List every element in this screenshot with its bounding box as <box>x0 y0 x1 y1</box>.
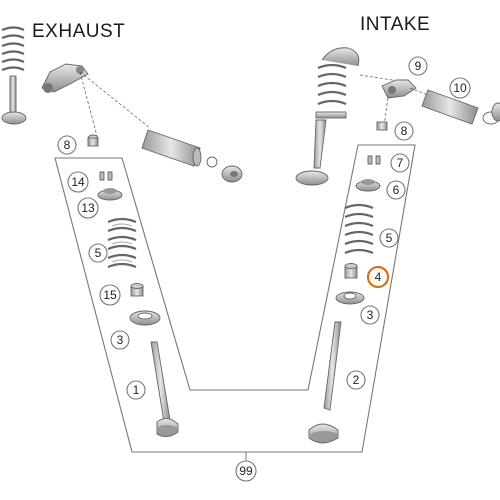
callout-13: 13 <box>77 197 99 219</box>
exhaust-heading: EXHAUST <box>32 21 125 42</box>
svg-text:4: 4 <box>375 270 382 284</box>
svg-text:7: 7 <box>397 156 404 170</box>
callout-8-right: 8 <box>394 121 414 141</box>
exhaust-valve <box>150 341 179 437</box>
exhaust-spring-retainer <box>97 188 123 201</box>
intake-spring-retainer <box>355 179 381 192</box>
callout-10: 10 <box>449 77 471 99</box>
intake-rocker-shaft <box>421 89 500 125</box>
callout-3-left: 3 <box>110 330 130 350</box>
callout-6: 6 <box>386 180 406 200</box>
exhaust-valve-top-left <box>1 26 27 125</box>
svg-text:10: 10 <box>453 81 467 95</box>
exhaust-rocker-shaft <box>141 129 243 183</box>
svg-text:5: 5 <box>386 231 393 245</box>
exhaust-rocker-arm <box>41 63 89 93</box>
svg-text:9: 9 <box>415 59 422 73</box>
exhaust-valve-keepers <box>99 171 113 181</box>
callout-5-left: 5 <box>88 243 108 263</box>
intake-valve-cap <box>376 121 388 131</box>
callout-3-right: 3 <box>360 305 380 325</box>
intake-valve-spring <box>344 203 374 255</box>
intake-heading: INTAKE <box>360 14 430 35</box>
callout-7: 7 <box>390 153 410 173</box>
callout-4-highlighted: 4 <box>366 265 390 289</box>
callout-8-left: 8 <box>57 135 77 155</box>
callout-2: 2 <box>346 370 366 390</box>
exhaust-valve-spring <box>107 217 137 269</box>
callout-15: 15 <box>99 284 121 306</box>
svg-text:3: 3 <box>117 333 124 347</box>
svg-text:14: 14 <box>71 175 85 189</box>
callout-14: 14 <box>67 171 89 193</box>
svg-text:3: 3 <box>367 308 374 322</box>
exhaust-valve-head-top <box>1 111 27 125</box>
exhaust-leader-shaft <box>79 71 151 129</box>
svg-text:99: 99 <box>239 464 253 478</box>
svg-text:8: 8 <box>64 138 71 152</box>
intake-valve-seal <box>344 263 358 279</box>
exhaust-leader-axis <box>79 71 99 141</box>
svg-text:5: 5 <box>95 246 102 260</box>
intake-valve <box>308 321 342 444</box>
exhaust-spring-seat <box>129 310 161 326</box>
callout-99: 99 <box>235 460 257 482</box>
intake-spring-seat <box>335 291 365 305</box>
callout-1: 1 <box>126 380 146 400</box>
svg-text:6: 6 <box>393 183 400 197</box>
assembly-frame <box>54 144 416 453</box>
svg-text:8: 8 <box>401 124 408 138</box>
svg-text:2: 2 <box>353 373 360 387</box>
intake-valve-top <box>295 47 360 186</box>
exhaust-valve-stem-top <box>9 75 17 117</box>
exhaust-valve-seal <box>130 283 144 297</box>
exhaust-valve-cap <box>87 134 99 147</box>
callout-9: 9 <box>408 56 428 76</box>
intake-valve-keepers <box>367 155 381 165</box>
intake-rocker-arm <box>381 79 417 99</box>
svg-text:1: 1 <box>133 383 140 397</box>
svg-text:15: 15 <box>103 288 117 302</box>
exhaust-spring-top <box>1 26 25 72</box>
callout-5-right: 5 <box>379 228 399 248</box>
svg-text:13: 13 <box>81 201 95 215</box>
